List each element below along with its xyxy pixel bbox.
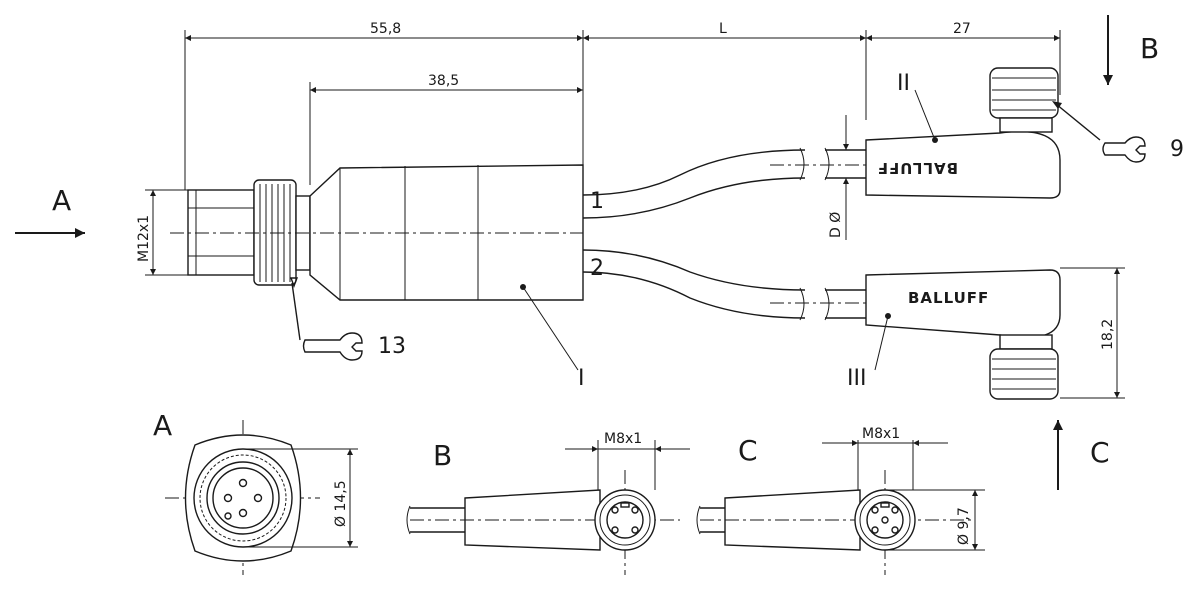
- dimension-thread-b: M8x1: [565, 431, 690, 490]
- wrench-13-label: 13: [378, 334, 406, 359]
- dimension-thread-main-label: M12x1: [136, 215, 152, 262]
- cable-1-label: 1: [590, 189, 604, 214]
- dimension-connector-height: 18,2: [1060, 267, 1125, 399]
- dimension-cable-length: L: [583, 21, 867, 120]
- dimension-connector-length-label: 27: [953, 21, 971, 37]
- dimension-overall-length-label: 55,8: [370, 21, 401, 37]
- wrench-9-label: 9: [1170, 137, 1184, 162]
- view-b-front: [406, 470, 680, 575]
- view-arrow-a-label: A: [52, 184, 71, 217]
- wrench-13: 13: [289, 277, 406, 361]
- part-iii-label: III: [847, 366, 866, 391]
- dimension-thread-b-label: M8x1: [604, 431, 642, 447]
- view-arrow-c: C: [1053, 420, 1110, 490]
- view-arrow-c-label: C: [1090, 436, 1110, 469]
- dimension-diameter-c: Ø 9,7: [885, 489, 985, 551]
- dimension-thread-c-label: M8x1: [862, 426, 900, 442]
- dimension-body-length-label: 38,5: [428, 73, 459, 89]
- cable-2: [582, 249, 866, 321]
- part-ii-label: II: [897, 71, 910, 96]
- dimension-cable-diameter: D Ø: [828, 115, 849, 240]
- dimension-diameter-main-label: Ø 14,5: [333, 480, 349, 527]
- view-c-title: C: [738, 434, 758, 467]
- view-c-front: [696, 470, 975, 575]
- leader-part-i: I: [520, 284, 585, 391]
- dimension-cable-length-label: L: [719, 21, 727, 37]
- view-arrow-a: A: [15, 184, 85, 238]
- part-i-label: I: [578, 366, 585, 391]
- dimension-overall-length: 55,8: [184, 21, 584, 190]
- dimension-connector-height-label: 18,2: [1100, 319, 1116, 350]
- view-arrow-b: B: [1103, 15, 1159, 85]
- angled-connector-iii: BALLUFF: [865, 269, 1061, 400]
- wrench-9: 9: [1052, 101, 1184, 163]
- dimension-body-length: 38,5: [309, 73, 583, 185]
- view-b-title: B: [433, 439, 452, 472]
- brand-upper: BALLUFF: [877, 159, 958, 177]
- dimension-cable-diameter-label: D Ø: [828, 212, 844, 238]
- dimension-thread-c: M8x1: [822, 426, 948, 490]
- leader-part-iii: III: [847, 313, 891, 391]
- view-a-title: A: [153, 409, 172, 442]
- dimension-thread-main: M12x1: [136, 189, 190, 276]
- cable-2-label: 2: [590, 256, 604, 281]
- cable-1: [582, 147, 866, 219]
- brand-lower: BALLUFF: [908, 289, 989, 307]
- angled-connector-ii: BALLUFF: [865, 67, 1061, 199]
- view-a-front: [165, 420, 320, 575]
- leader-part-ii: II: [897, 71, 938, 143]
- knurl-pattern: [259, 184, 291, 282]
- dimension-connector-length: 27: [866, 21, 1061, 95]
- view-arrow-b-label: B: [1140, 32, 1159, 65]
- dimension-diameter-main: Ø 14,5: [243, 448, 358, 548]
- dimension-diameter-c-label: Ø 9,7: [956, 507, 972, 545]
